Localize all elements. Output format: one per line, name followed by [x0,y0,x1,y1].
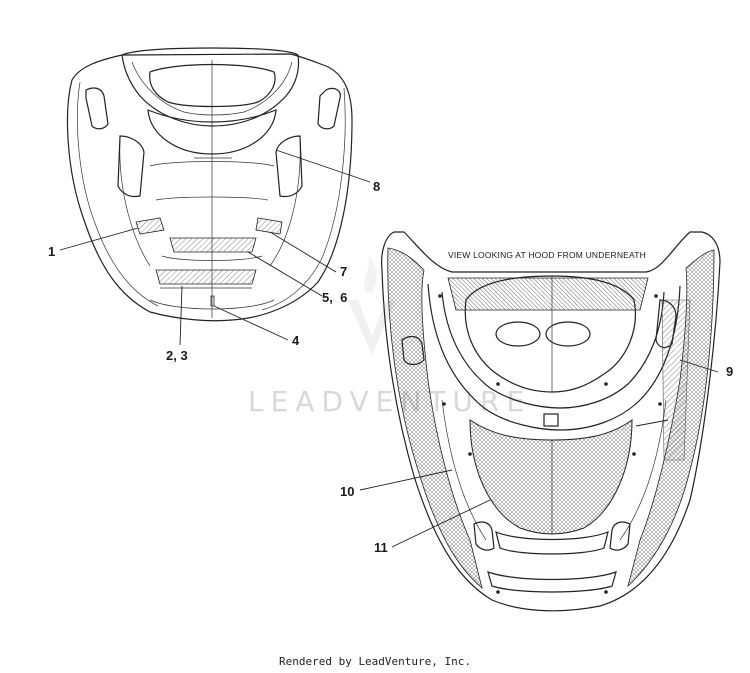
view-note: VIEW LOOKING AT HOOD FROM UNDERNEATH [448,250,646,260]
decal-part-2-3 [155,269,257,285]
mesh-panel-part-10-11 [469,419,633,535]
decal-part-9 [661,299,691,461]
callout-5-6: 5, 6 [322,290,347,305]
emblem-part-4 [210,295,215,307]
watermark-text: LEADVENTURE [248,385,531,418]
callout-10: 10 [340,484,354,499]
callout-4: 4 [292,333,300,348]
callout-7: 7 [340,264,347,279]
callout-2-3: 2, 3 [166,348,188,363]
callout-1: 1 [48,244,55,259]
callout-8: 8 [373,179,380,194]
rendered-by-footer: Rendered by LeadVenture, Inc. [278,655,472,668]
hood-underside-view [381,231,721,612]
hood-top-view [66,47,353,322]
decal-part-1 [135,217,165,235]
decal-part-7 [255,217,283,235]
decal-part-5-6 [169,237,257,253]
leader-lines-left [59,149,371,346]
callout-11: 11 [374,540,388,555]
callout-9: 9 [726,364,733,379]
leader-lines-right [359,359,719,548]
